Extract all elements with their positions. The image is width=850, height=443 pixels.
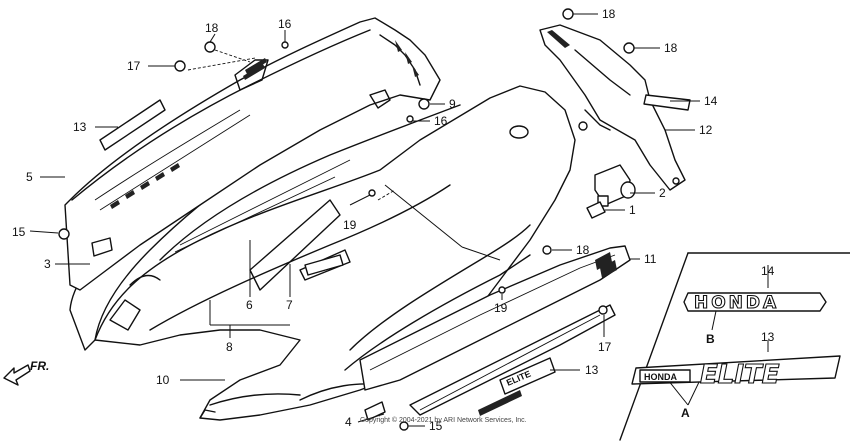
decal-honda-large: HONDA (683, 292, 827, 314)
callout-16b: 16 (434, 114, 448, 128)
lower-molding (409, 304, 616, 416)
callout-numbers: 18 16 17 13 5 15 3 6 7 8 10 9 16 19 18 1… (12, 7, 775, 433)
decal-elite-text: ELITE (700, 360, 780, 390)
side-cover-upper (64, 17, 441, 291)
callout-18d: 18 (576, 243, 590, 257)
callout-6: 6 (246, 298, 253, 312)
letter-a: A (681, 406, 690, 420)
callout-10: 10 (156, 373, 170, 387)
callout-3: 3 (44, 257, 51, 271)
callout-5: 5 (26, 170, 33, 184)
callout-14: 14 (704, 94, 718, 108)
callout-13: 13 (73, 120, 87, 134)
callout-13b: 13 (585, 363, 599, 377)
callout-16: 16 (278, 17, 292, 31)
callout-12: 12 (699, 123, 713, 137)
callout-18: 18 (205, 21, 219, 35)
decal-honda-large-text: HONDA (694, 293, 779, 313)
callout-7: 7 (286, 298, 293, 312)
bracket (539, 24, 686, 191)
callout-2: 2 (659, 186, 666, 200)
callout-17b: 17 (598, 340, 612, 354)
leader-lines (29, 13, 769, 427)
decal-small-upper (99, 99, 166, 151)
callout-13c: 13 (761, 330, 775, 344)
front-direction-arrow: FR. (3, 359, 49, 386)
decal-inner (304, 254, 344, 276)
front-direction-label: FR. (30, 359, 49, 373)
rear-side-molding (359, 245, 631, 391)
decal-honda-small-text: HONDA (644, 372, 677, 382)
lock-clip (586, 201, 606, 219)
decal-honda-elite: HONDA ELITE (631, 355, 841, 391)
seat-lock (594, 164, 636, 207)
callout-15b: 15 (429, 419, 443, 433)
section-divider (619, 252, 689, 441)
copyright-notice: Copyright © 2004-2021 by ARI Network Ser… (360, 416, 527, 424)
callout-17: 17 (127, 59, 141, 73)
callout-19: 19 (343, 218, 357, 232)
callout-8: 8 (226, 340, 233, 354)
fasteners (58, 8, 635, 431)
callout-1: 1 (629, 203, 636, 217)
callout-18c: 18 (664, 41, 678, 55)
callout-18b: 18 (602, 7, 616, 21)
callout-4: 4 (345, 415, 352, 429)
callout-15: 15 (12, 225, 26, 239)
callout-19b: 19 (494, 301, 508, 315)
callout-14b: 14 (761, 264, 775, 278)
callout-11: 11 (644, 252, 657, 266)
decal-honda-small-upper (643, 94, 691, 111)
letter-b: B (706, 332, 715, 346)
callout-9: 9 (449, 97, 456, 111)
